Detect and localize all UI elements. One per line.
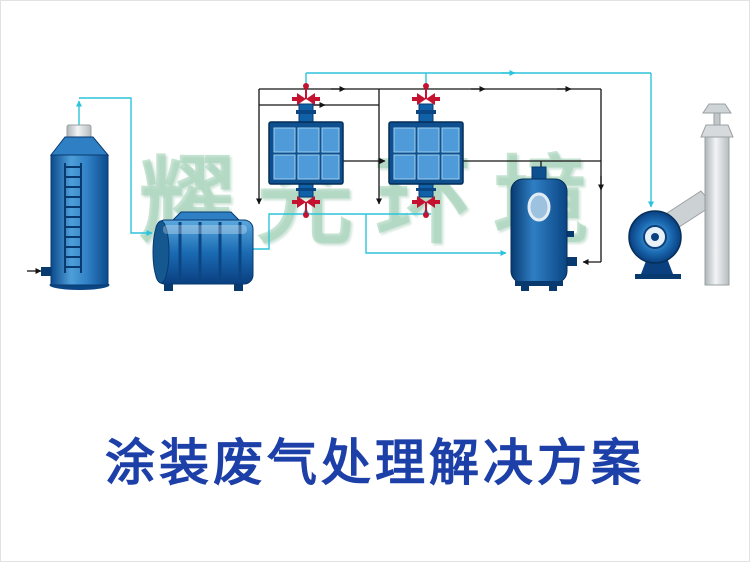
- spray-tower: [41, 124, 110, 290]
- centrifugal-fan: [628, 190, 714, 279]
- valve-icon: [411, 82, 441, 106]
- tank-window: [527, 192, 551, 222]
- exhaust-chimney: [700, 103, 734, 286]
- valve-icon: [291, 82, 321, 106]
- horizontal-treatment-unit: [152, 211, 254, 291]
- activated-carbon-box-1: [268, 103, 344, 198]
- activated-carbon-box-2: [388, 103, 464, 198]
- vertical-tank: [510, 166, 577, 291]
- diagram-title: 涂装废气处理解决方案: [105, 435, 645, 491]
- black-pipes: [27, 86, 604, 274]
- tower-ladder: [64, 163, 82, 273]
